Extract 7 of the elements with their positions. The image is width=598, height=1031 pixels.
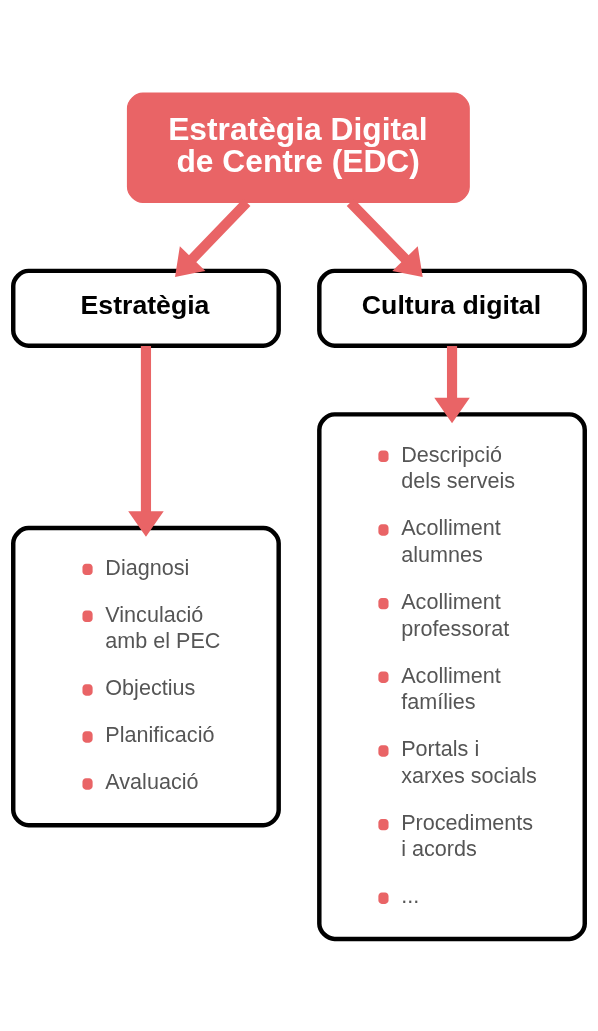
node-box: Estratègia: [11, 268, 281, 348]
arrow: [128, 345, 164, 537]
node-box: Diagnosi Vinculació amb el PEC Objectius Planificació Avaluació: [11, 525, 281, 827]
node-box: Descripció dels serveis Acolliment alumnes Acolliment professorat Acolliment famílies Portals i xarxes socials Procediments i acords ...: [317, 411, 587, 941]
node-box: Cultura digital: [317, 268, 587, 348]
node-box: Estratègia Digital de Centre (EDC): [126, 91, 470, 203]
arrow: [434, 345, 470, 423]
